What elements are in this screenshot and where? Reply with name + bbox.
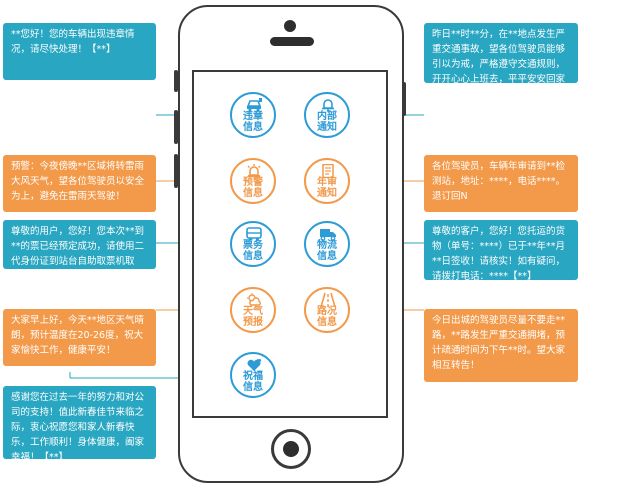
app-label: 天气 预报 [243,306,263,328]
sun-cloud-icon [247,293,261,306]
siren-icon [247,164,261,177]
side-button-volume-down [174,154,178,188]
side-button-power [402,82,406,116]
document-icon [322,164,334,178]
home-button-center [283,441,299,457]
app-warning-info[interactable]: 预警 信息 [230,158,276,204]
message-warning: 预警：今夜傍晚**区域将转雷雨大风天气，望各位驾驶员以安全为上，避免在雷雨天驾驶… [3,155,156,212]
hearts-icon [247,359,262,371]
message-logistics: 尊敬的客户，您好！您托运的货物（单号：****）已于**年**月**日签收！请核… [424,220,578,280]
message-internal: 昨日**时**分，在**地点发生严重交通事故，望各位驾驶员能够引以为戒，严格遵守… [424,23,578,83]
app-weather-forecast[interactable]: 天气 预报 [230,287,276,333]
truck-icon [320,229,336,241]
app-label: 票务 信息 [243,240,263,262]
app-blessing-info[interactable]: 祝福 信息 [230,352,276,398]
message-weather: 大家早上好，今天**地区天气晴朗，预计温度在20-26度，祝大家愉快工作，健康平… [3,309,156,366]
app-violation-info[interactable]: 违章 信息 [230,92,276,138]
app-label: 祝福 信息 [243,371,263,393]
app-label: 路况 信息 [317,306,337,328]
message-violation: **您好！您的车辆出现违章情况，请尽快处理！【**】 [3,23,156,80]
front-camera [284,20,296,32]
app-road-condition[interactable]: 路况 信息 [304,287,350,333]
app-label: 年审 通知 [317,177,337,199]
app-internal-notice[interactable]: 内部 通知 [304,92,350,138]
message-blessing: 感谢您在过去一年的努力和对公司的支持！值此新春佳节来临之际，衷心祝愿您和家人新春… [3,386,156,459]
app-ticket-info[interactable]: 票务 信息 [230,221,276,267]
message-road: 今日出城的驾驶员尽量不要走**路，**路发生严重交通拥堵，预计疏通时间为下午**… [424,309,578,382]
side-button-mute [174,70,178,92]
side-button-volume-up [174,110,178,144]
bell-icon [322,99,334,112]
app-label: 内部 通知 [317,111,337,133]
road-icon [320,293,336,307]
app-label: 违章 信息 [243,111,263,133]
bus-icon [246,227,262,241]
earpiece-speaker [270,37,314,46]
app-logistics-info[interactable]: 物流 信息 [304,221,350,267]
car-icon [246,98,262,112]
app-label: 物流 信息 [317,240,337,262]
app-label: 预警 信息 [243,177,263,199]
message-ticket: 尊敬的用户，您好！您本次**到**的票已经预定成功，请使用二代身份证到站台自助取… [3,220,156,269]
phone-screen [192,70,388,418]
message-inspection: 各位驾驶员，车辆年审请到**检测站，地址：****，电话****。退订回N [424,155,578,212]
app-annual-inspection[interactable]: 年审 通知 [304,158,350,204]
home-button[interactable] [271,429,311,469]
